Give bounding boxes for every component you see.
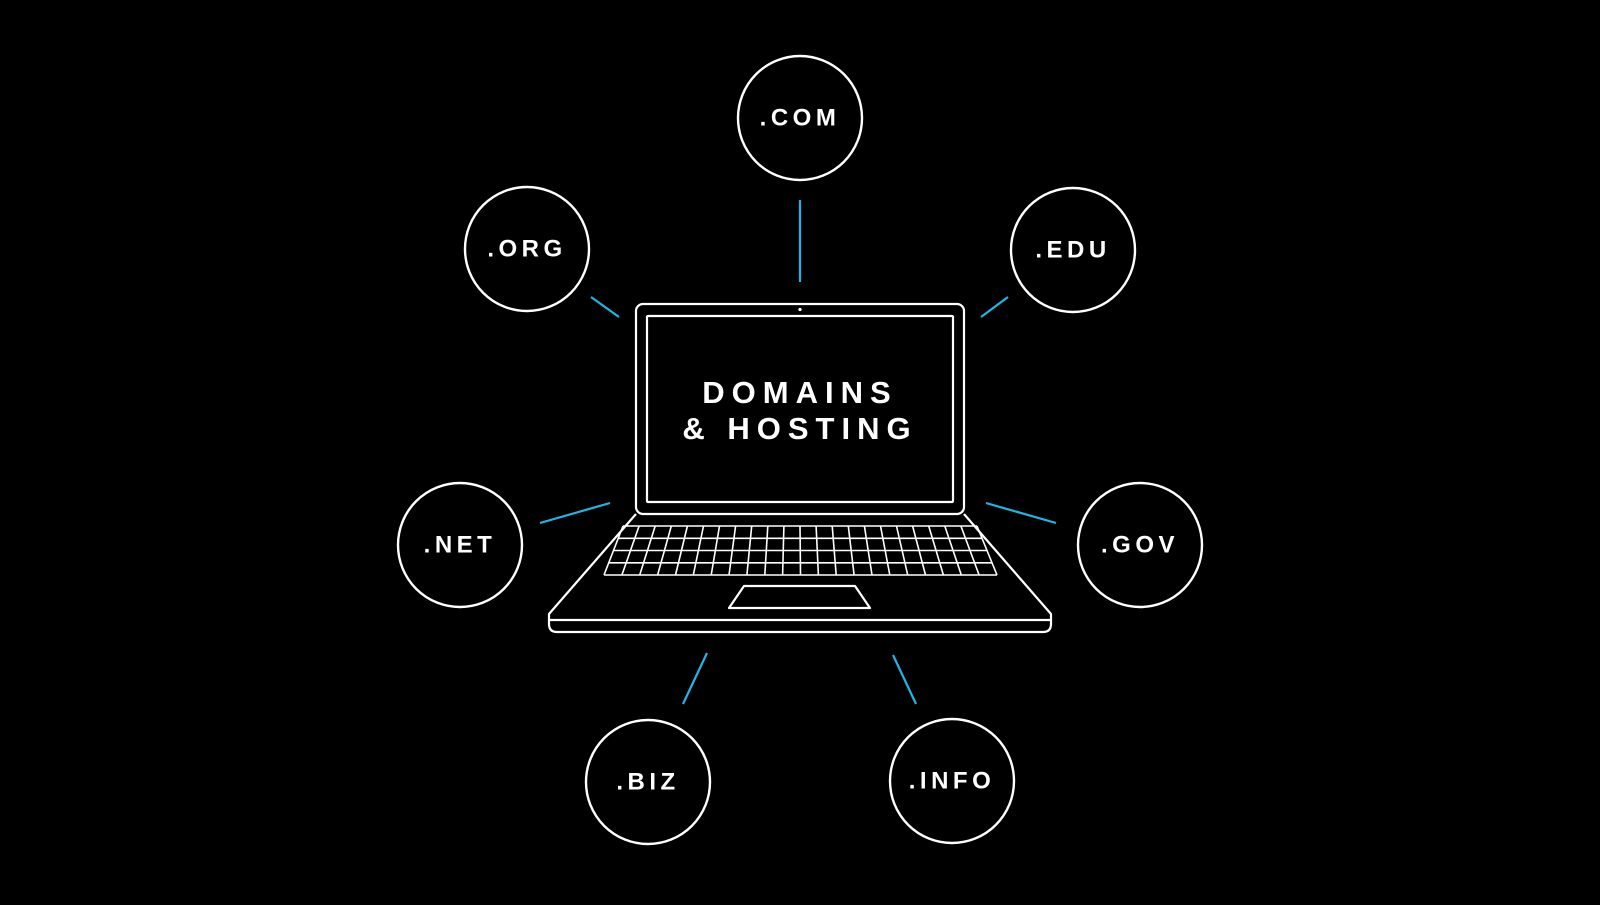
tld-node-org: .ORG — [463, 185, 591, 313]
tld-circle — [736, 54, 864, 182]
tld-node-net: .NET — [396, 481, 524, 609]
laptop-keyboard — [603, 525, 998, 576]
laptop-screen — [645, 314, 955, 504]
tld-circle — [888, 717, 1016, 845]
tld-circle — [1076, 481, 1204, 609]
tld-label: .ORG — [487, 236, 566, 263]
connector-net — [539, 501, 611, 525]
tld-label: .BIZ — [616, 769, 679, 796]
connector-info — [892, 654, 917, 705]
tld-circle — [1009, 186, 1137, 314]
connector-biz — [682, 652, 708, 705]
tld-circle — [463, 185, 591, 313]
connector-edu — [980, 296, 1009, 318]
connector-gov — [985, 501, 1057, 525]
connector-org — [590, 296, 620, 318]
tld-node-biz: .BIZ — [584, 718, 712, 846]
laptop-trackpad — [727, 584, 872, 610]
tld-node-info: .INFO — [888, 717, 1016, 845]
laptop-base — [547, 513, 1053, 634]
tld-label: .EDU — [1035, 237, 1110, 264]
laptop-camera — [798, 307, 802, 312]
tld-node-com: .COM — [736, 54, 864, 182]
laptop-icon — [547, 302, 1053, 634]
screen-title-line-2: & HOSTING — [682, 411, 917, 446]
tld-label: .INFO — [909, 768, 996, 795]
screen-title-line-1: DOMAINS — [702, 375, 897, 410]
tld-label: .GOV — [1101, 532, 1179, 559]
tld-node-gov: .GOV — [1076, 481, 1204, 609]
tld-label: .NET — [424, 532, 497, 559]
connectors — [539, 200, 1057, 705]
tld-circle — [396, 481, 524, 609]
laptop-lid — [634, 302, 966, 516]
tld-label: .COM — [760, 105, 841, 132]
tld-circle — [584, 718, 712, 846]
tld-node-edu: .EDU — [1009, 186, 1137, 314]
